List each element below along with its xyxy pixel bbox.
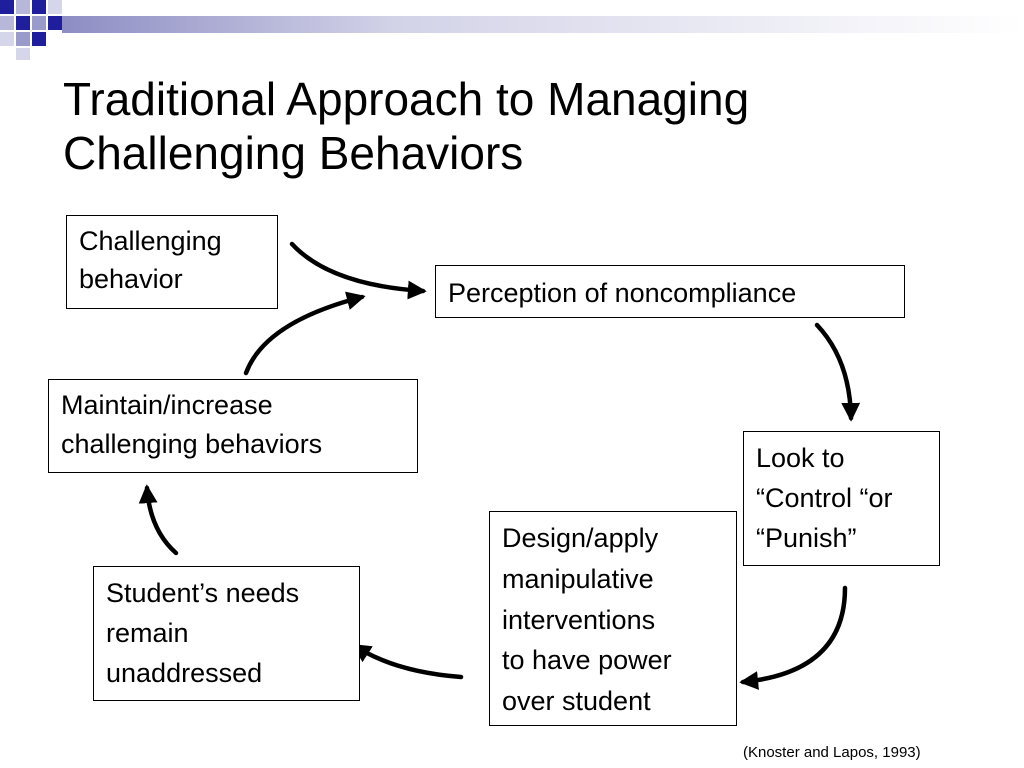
node-text-line: manipulative [502,563,654,594]
arrow-look-to-design [739,585,848,690]
node-text-line: Challenging [79,226,222,256]
header-square [0,0,14,14]
header-square [0,16,14,30]
node-text-line: challenging behaviors [61,429,323,459]
arrow-behavior-to-perception [289,241,427,300]
header-square [32,0,46,14]
node-text-line: “Punish” [756,523,857,553]
node-text-line: Maintain/increase [61,390,273,420]
header-square [0,32,14,46]
citation: (Knoster and Lapos, 1993) [743,744,921,761]
node-text-line: unaddressed [106,658,263,688]
header-square [48,0,62,14]
node-text-line: “Control “or [756,483,893,513]
node-text-line: behavior [79,264,183,294]
node-text-line: Design/apply [502,523,659,553]
node-text-line: Look to [756,443,845,473]
node-text-line: interventions [502,604,656,635]
header-square [16,16,30,30]
arrow-design-to-student [351,643,464,680]
slide-title-line: Traditional Approach to Managing [63,73,750,125]
node-perception-of-noncompliance: Perception of noncompliance [435,265,905,318]
node-text-line: to have power [502,645,672,676]
slide-title: Traditional Approach to Managing Challen… [63,72,963,180]
arrow-perception-to-look [814,322,861,422]
node-student-needs-unaddressed: Student’s needs remain unaddressed [93,566,360,701]
header-square [16,32,30,46]
header-decoration [0,0,1024,60]
node-text-line: over student [502,686,651,717]
header-square [48,16,62,30]
node-maintain-increase-behaviors: Maintain/increase challenging behaviors [48,379,418,473]
node-design-apply-interventions: Design/apply manipulative interventions … [489,511,737,726]
slide-title-line: Challenging Behaviors [63,127,524,179]
node-text-line: remain [106,618,189,648]
header-gradient-band [62,16,1024,33]
header-square [32,16,46,30]
header-square [16,48,30,60]
node-text-line: Perception of noncompliance [448,278,797,308]
node-look-to-control: Look to “Control “or “Punish” [743,431,940,566]
node-challenging-behavior: Challenging behavior [66,215,278,309]
node-text-line: Student’s needs [106,578,300,608]
arrow-student-to-maintain [138,484,179,556]
header-square [32,32,46,46]
header-square [16,0,30,14]
